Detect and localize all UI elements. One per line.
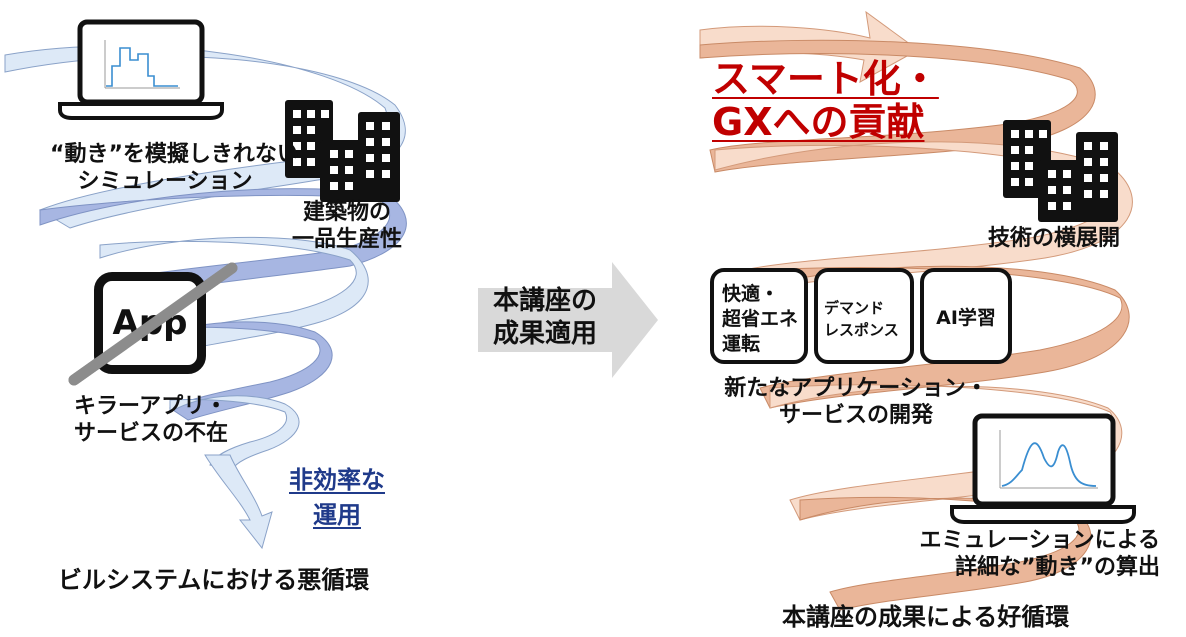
new-app-label: 新たなアプリケーション・ サービスの開発 (706, 376, 1006, 430)
app-box-comfort-line-3: 運転 (722, 333, 761, 356)
middle-arrow-label-line-2: 成果適用 (492, 318, 597, 349)
inefficient-label-line-2: 運用 (313, 501, 361, 530)
app-box-comfort-line-1: 快適・ (722, 283, 780, 305)
right-spiral-band-1 (699, 39, 1096, 173)
middle-arrow-label-line-1: 本講座の (492, 286, 597, 316)
goal-title: スマート化・ GXへの貢献 (712, 58, 939, 143)
middle-arrow (478, 262, 658, 378)
building-icon-left (285, 100, 400, 202)
inefficient-label: 非効率な 運用 (272, 466, 402, 531)
app-box-demand-response-line-1: デマンド (824, 299, 885, 317)
app-box-comfort-line-2: 超省エネ (722, 308, 799, 331)
emulation-label-line-1: エミュレーションによる (919, 528, 1160, 553)
laptop-emulation-icon (950, 413, 1136, 524)
tech-label: 技術の横展開 (988, 226, 1121, 251)
right-caption: 本講座の成果による好循環 (782, 603, 1070, 631)
goal-title-line-2: GXへの貢献 (712, 99, 925, 144)
inefficient-label-line-1: 非効率な (289, 466, 385, 494)
building-label-line-1: 建築物の (302, 200, 391, 225)
left-spiral-arrow-tail (204, 454, 273, 550)
middle-arrow-label: 本講座の 成果適用 (478, 285, 612, 350)
goal-title-line-1: スマート化・ (712, 57, 939, 101)
simulation-label-line-2: シミュレーション (77, 168, 253, 194)
app-box-comfort: 快適・ 超省エネ 運転 (710, 268, 808, 364)
laptop-chart-icon (58, 19, 224, 120)
killer-app-label: キラーアプリ・ サービスの不在 (74, 394, 264, 448)
killer-app-label-line-2: サービスの不在 (74, 420, 229, 446)
simulation-label-line-1: “動き”を模擬しきれない (50, 142, 299, 167)
building-label: 建築物の 一品生産性 (292, 200, 402, 254)
emulation-label-line-2: 詳細な”動き”の算出 (955, 554, 1160, 580)
app-box-ai-learning: AI学習 (920, 268, 1012, 364)
emulation-label: エミュレーションによる 詳細な”動き”の算出 (890, 528, 1160, 582)
simulation-label: “動き”を模擬しきれない シミュレーション (50, 142, 299, 196)
killer-app-label-line-1: キラーアプリ・ (74, 394, 228, 419)
new-app-label-line-2: サービスの開発 (778, 402, 933, 428)
app-box-demand-response-line-2: レスポンス (824, 320, 899, 339)
app-strike-overlay (68, 262, 238, 386)
left-caption: ビルシステムにおける悪循環 (58, 566, 370, 594)
app-box-ai-learning-line-1: AI学習 (936, 306, 996, 329)
building-icon-right (1003, 120, 1118, 222)
building-label-line-2: 一品生産性 (292, 226, 403, 252)
new-app-label-line-1: 新たなアプリケーション・ (724, 376, 988, 401)
app-box-demand-response: デマンド レスポンス (814, 268, 914, 364)
